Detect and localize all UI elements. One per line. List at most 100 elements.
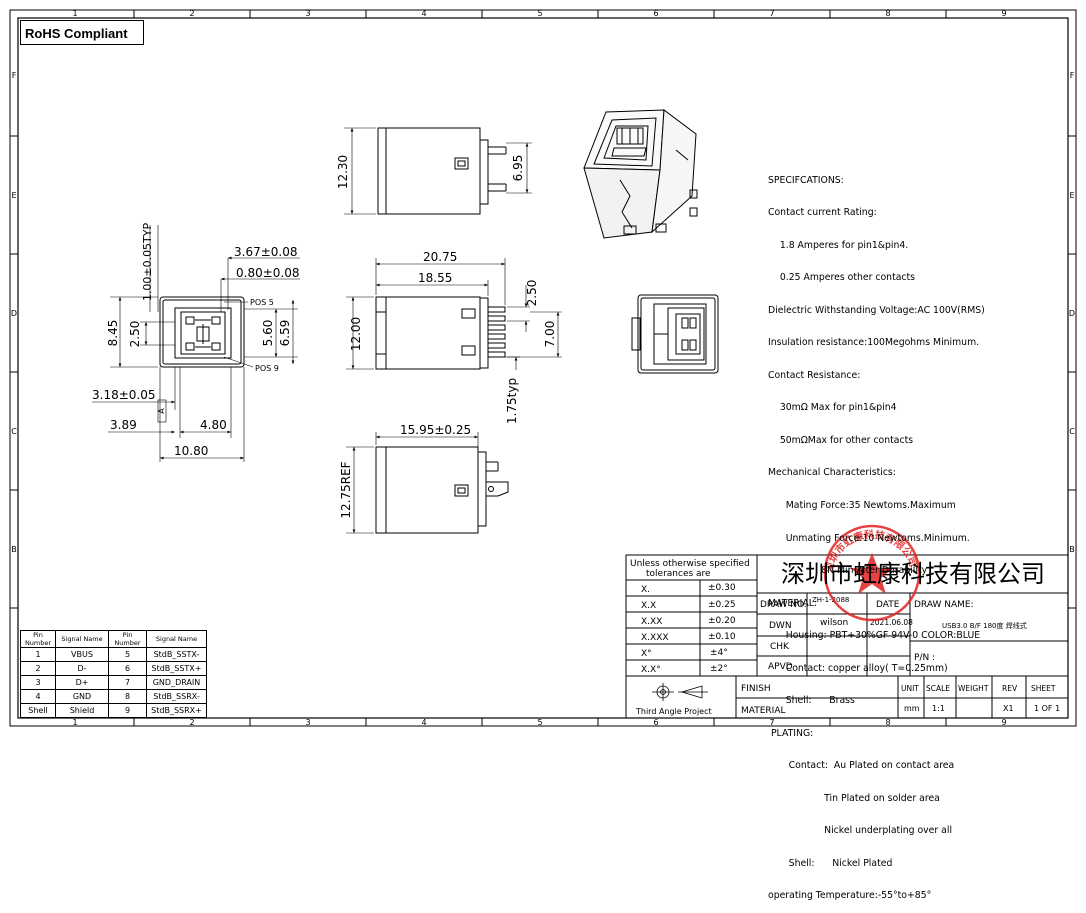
- pin-table-header: Pin Number Signal Name Pin Number Signal…: [20, 630, 207, 648]
- row-label: F: [12, 71, 17, 80]
- spec-line: Unmating Force:10 Newtoms.Minimum.: [768, 532, 970, 544]
- pn-label: P/N :: [914, 653, 935, 663]
- table-row: Shell Shield 9 StdB_SSRX+: [20, 703, 207, 718]
- drawing-canvas: 1 2 3 4 5 6 7 8 9 1 2 3 4 5 6 7 8 9 F E …: [9, 9, 1077, 727]
- dim-front-6-59: 6.59: [278, 320, 292, 347]
- row-label: E: [1069, 191, 1074, 200]
- projection-label: Third Angle Project: [635, 707, 712, 716]
- weight-label: WEIGHT: [958, 684, 989, 693]
- title-fields: DRAW NO. ZH-1-2088 DATE DRAW NAME: USB3.…: [741, 596, 1060, 716]
- cell: D-: [55, 661, 109, 676]
- rear-view: [631, 294, 719, 374]
- spec-line: 50mΩMax for other contacts: [768, 434, 914, 446]
- row-label: B: [11, 545, 17, 554]
- dim-front-4-80: 4.80: [200, 418, 227, 432]
- label-pos9: POS 9: [255, 364, 279, 373]
- spec-line: Contact: Au Plated on contact area: [768, 760, 955, 772]
- spec-line: 0.25 Amperes other contacts: [768, 272, 916, 284]
- cell: GND_DRAIN: [146, 675, 207, 690]
- draw-no-value: ZH-1-2088: [812, 596, 849, 604]
- header-cell: Signal Name: [146, 630, 207, 648]
- col-label: 2: [189, 718, 194, 727]
- cell: Shell: [20, 703, 56, 718]
- date-label: DATE: [876, 600, 900, 610]
- spec-line: SPECIFCATIONS:: [768, 174, 844, 186]
- cell: VBUS: [55, 647, 109, 662]
- tol-val: ±4°: [710, 648, 728, 658]
- spec-line: Nickel underplating over all: [768, 825, 953, 837]
- spec-line: Insulation resistance:100Megohms Minimum…: [768, 337, 980, 349]
- label-pos5: POS 5: [250, 298, 274, 307]
- dim-top-width: 12.00: [349, 317, 363, 351]
- row-label: F: [1070, 71, 1075, 80]
- title-block-frame: [625, 554, 1069, 719]
- spec-line: Dielectric Withstanding Voltage:AC 100V(…: [768, 304, 985, 316]
- col-label: 7: [769, 9, 774, 18]
- col-label: 1: [72, 718, 77, 727]
- row-label: C: [1069, 427, 1075, 436]
- spec-line: MATERIAL:: [768, 597, 818, 609]
- dim-top-7-00: 7.00: [543, 321, 557, 348]
- projection-symbol: [652, 683, 708, 701]
- header-cell: Signal Name: [55, 630, 109, 648]
- dim-front-w2: 0.80±0.08: [236, 266, 300, 280]
- rev-label: REV: [1002, 684, 1018, 693]
- dim-top-1-75typ: 1.75typ: [505, 378, 519, 424]
- rev-value: X1: [1003, 704, 1014, 713]
- col-label: 3: [305, 9, 310, 18]
- table-row: 4 GND 8 StdB_SSRX-: [20, 689, 207, 704]
- dim-front-2-50: 2.50: [128, 321, 142, 348]
- col-label: 8: [885, 718, 890, 727]
- rohs-badge: RoHS Compliant: [20, 20, 144, 45]
- tol-val: ±0.25: [708, 600, 736, 610]
- tolerance-title-2: tolerances are: [646, 569, 711, 579]
- tol-key: X°: [641, 649, 652, 659]
- tol-val: ±0.30: [708, 583, 736, 593]
- col-label: 7: [769, 718, 774, 727]
- cell: GND: [55, 689, 109, 704]
- tol-val: ±2°: [710, 664, 728, 674]
- row-label: C: [11, 427, 17, 436]
- side-view-bottom: [346, 432, 509, 534]
- dim-contact-pitch: 1.00±0.05TYP: [141, 223, 154, 302]
- dim-side-pin: 6.95: [511, 155, 525, 182]
- dim-side-height: 12.30: [336, 155, 350, 189]
- spec-line: 30mΩ Max for pin1&pin4: [768, 402, 897, 414]
- dwn-value: wilson: [820, 618, 848, 628]
- spec-line: operating Temperature:-55°to+85°: [768, 890, 932, 902]
- spec-line: 8N Min After Durability: [768, 565, 928, 577]
- row-label: E: [11, 191, 16, 200]
- row-label: D: [11, 309, 17, 318]
- tol-key: X.XX: [641, 617, 662, 627]
- dim-front-3-89: 3.89: [110, 418, 137, 432]
- sheet-value: 1 OF 1: [1034, 704, 1060, 713]
- grid-labels: 1 2 3 4 5 6 7 8 9 1 2 3 4 5 6 7 8 9 F E …: [11, 9, 1075, 727]
- cell: 9: [108, 703, 147, 718]
- pin-table: Pin Number Signal Name Pin Number Signal…: [20, 630, 207, 718]
- cell: 4: [20, 689, 56, 704]
- cell: 7: [108, 675, 147, 690]
- draw-no-label: DRAW NO.: [760, 600, 807, 610]
- tol-val: ±0.10: [708, 632, 736, 642]
- spec-line: Mechanical Characteristics:: [768, 467, 896, 479]
- section-label-a: A: [157, 408, 166, 414]
- company-name: 深圳市虹康科技有限公司: [781, 560, 1045, 588]
- dwn-label: DWN: [769, 621, 792, 631]
- cell: D+: [55, 675, 109, 690]
- dim-bottom-length: 15.95±0.25: [400, 423, 471, 437]
- tol-val: ±0.20: [708, 616, 736, 626]
- tol-key: X.X: [641, 601, 656, 611]
- dim-front-3-18: 3.18±0.05: [92, 388, 156, 402]
- material-label: MATERIAL: [741, 706, 786, 716]
- tolerance-rows: X. ±0.30 X.X ±0.25 X.XX ±0.20 X.XXX ±0.1…: [641, 583, 736, 675]
- col-label: 4: [421, 9, 426, 18]
- col-label: 3: [305, 718, 310, 727]
- spec-line: Shell: Brass: [768, 695, 855, 707]
- table-row: 1 VBUS 5 StdB_SSTX-: [20, 647, 207, 662]
- col-label: 9: [1001, 9, 1006, 18]
- tol-key: X.X°: [641, 665, 661, 675]
- chk-label: CHK: [770, 642, 790, 652]
- dim-top-body-length: 18.55: [418, 271, 452, 285]
- scale-label: SCALE: [926, 684, 950, 693]
- draw-name-value: USB3.0 B/F 180度 焊线式: [942, 621, 1027, 630]
